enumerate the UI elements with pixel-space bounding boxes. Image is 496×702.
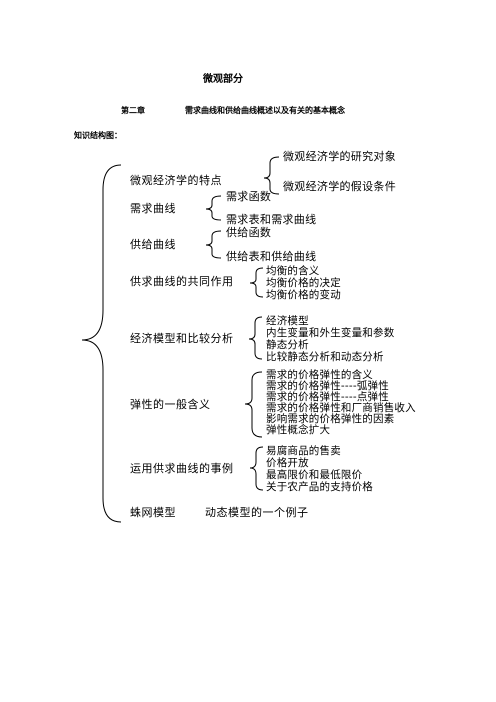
leaf-price-ceiling-floor: 最高限价和最低限价 (266, 469, 363, 481)
leaf-perishable-goods: 易腐商品的售卖 (266, 445, 341, 457)
leaf-supply-function: 供给函数 (226, 226, 272, 239)
leaf-elasticity-extended: 弹性概念扩大 (266, 424, 331, 436)
leaf-research-object: 微观经济学的研究对象 (283, 150, 396, 163)
brace-n3 (205, 230, 222, 259)
leaf-point-elasticity: 需求的价格弹性----点弹性 (266, 391, 389, 403)
section-label: 知识结构图： (74, 131, 122, 140)
leaf-equilibrium-price-determination: 均衡价格的决定 (266, 277, 341, 289)
part-title: 微观部分 (203, 74, 243, 85)
brace-n1 (263, 156, 280, 195)
leaf-elasticity-factors: 影响需求的价格弹性的因素 (266, 413, 395, 425)
brace-n2 (205, 195, 222, 221)
leaf-supply-table: 供给表和供给曲线 (226, 250, 317, 263)
leaf-price-liberalization: 价格开放 (266, 457, 309, 469)
chapter-title: 需求曲线和供给曲线概述以及有关的基本概念 (185, 106, 345, 115)
chapter-number: 第二章 (121, 106, 145, 115)
leaf-equilibrium-price-change: 均衡价格的变动 (266, 289, 341, 301)
node-elasticity: 弹性的一般含义 (130, 398, 211, 411)
leaf-demand-function: 需求函数 (226, 190, 272, 203)
brace-n5 (248, 316, 263, 360)
leaf-arc-elasticity: 需求的价格弹性----弧弹性 (266, 380, 389, 392)
outer-brace (81, 164, 122, 523)
leaf-agri-support-price: 关于农产品的支持价格 (266, 481, 373, 493)
leaf-equilibrium-meaning: 均衡的含义 (266, 265, 320, 277)
leaf-demand-table: 需求表和需求曲线 (226, 213, 317, 226)
leaf-economic-model: 经济模型 (266, 315, 309, 327)
leaf-comparative-dynamic: 比较静态分析和动态分析 (266, 351, 384, 363)
node-applications: 运用供求曲线的事例 (130, 462, 234, 475)
leaf-variables-parameters: 内生变量和外生变量和参数 (266, 327, 395, 339)
leaf-elasticity-meaning: 需求的价格弹性的含义 (266, 369, 373, 381)
node-micro-features: 微观经济学的特点 (130, 174, 222, 187)
brace-n6 (244, 371, 263, 438)
brace-n4 (249, 267, 264, 298)
node-cobweb-model: 蛛网模型 (130, 506, 176, 519)
node-demand-curve: 需求曲线 (130, 202, 176, 215)
node-supply-curve: 供给曲线 (130, 238, 176, 251)
leaf-elasticity-revenue: 需求的价格弹性和厂商销售收入 (266, 402, 416, 414)
node-economic-model: 经济模型和比较分析 (130, 332, 234, 345)
leaf-assumptions: 微观经济学的假设条件 (283, 180, 396, 193)
node-joint-effect: 供求曲线的共同作用 (130, 275, 234, 288)
brace-n7 (249, 446, 264, 491)
cobweb-note: 动态模型的一个例子 (205, 506, 309, 519)
leaf-static-analysis: 静态分析 (266, 339, 309, 351)
